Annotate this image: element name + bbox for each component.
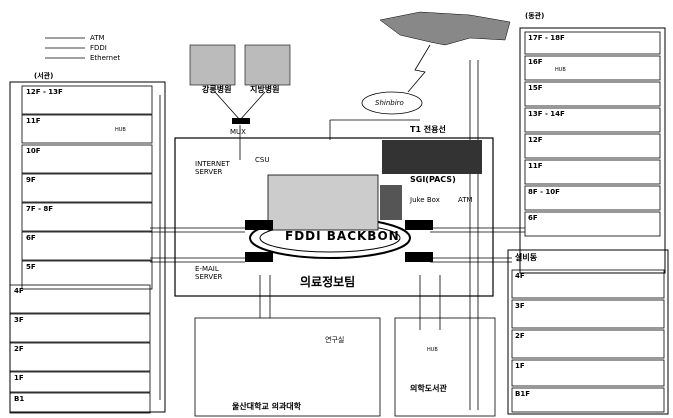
annex-label: 설비동 <box>515 253 538 262</box>
jukebox-label: Juke Box <box>410 196 440 204</box>
east-floor: 15F <box>528 84 543 92</box>
t1-line-label: T1 전용선 <box>410 125 446 134</box>
email-server-label: E-MAIL SERVER <box>195 265 223 281</box>
east-floor: 17F - 18F <box>528 34 565 42</box>
east-floor: 8F - 10F <box>528 188 560 196</box>
shinbiro-cloud: Shinbiro <box>375 99 404 107</box>
west-floor: 1F <box>14 374 24 382</box>
mux-label: MUX <box>230 128 246 136</box>
hospital-jeongeup: 지방병원 <box>250 85 280 94</box>
west-floor: 5F <box>26 263 36 271</box>
east-floor: 4F <box>515 272 525 280</box>
east-floor: B1F <box>515 390 530 398</box>
west-floor: 6F <box>26 234 36 242</box>
east-floor: 6F <box>528 214 538 222</box>
hub-label: HUB <box>115 127 126 133</box>
legend-atm: ATM <box>90 34 105 42</box>
internet-server-label: INTERNET SERVER <box>195 160 230 176</box>
west-floor: 4F <box>14 287 24 295</box>
east-floor: 2F <box>515 332 525 340</box>
sgi-pacs-label: SGI(PACS) <box>410 175 456 184</box>
east-floor: 1F <box>515 362 525 370</box>
east-title: (동관) <box>525 12 545 20</box>
west-floor: 11F <box>26 117 41 125</box>
legend-ethernet: Ethernet <box>90 54 121 62</box>
east-floor: 12F <box>528 136 543 144</box>
west-floor: 10F <box>26 147 41 155</box>
univ-label: 울산대학교 의과대학 <box>232 402 302 411</box>
hospital-gangneung: 강릉병원 <box>202 85 232 94</box>
hub-label: HUB <box>427 347 438 353</box>
atm-switch-label: ATM <box>458 196 473 204</box>
west-floor: 12F - 13F <box>26 88 63 96</box>
fddi-backbone-label: FDDI BACKBON <box>285 229 400 243</box>
west-floor: 2F <box>14 345 24 353</box>
west-floor: B1 <box>14 395 25 403</box>
legend-fddi: FDDI <box>90 44 107 52</box>
csu-label: CSU <box>255 156 270 164</box>
hub-label: HUB <box>555 67 566 73</box>
east-floor: 13F - 14F <box>528 110 565 118</box>
west-floor: 7F - 8F <box>26 205 54 213</box>
west-floor: 9F <box>26 176 36 184</box>
medical-info-label: 의료정보팀 <box>300 275 356 289</box>
library-label: 의학도서관 <box>410 384 447 393</box>
east-floor: 11F <box>528 162 543 170</box>
west-floor: 3F <box>14 316 24 324</box>
research-label: 연구실 <box>325 336 345 344</box>
east-floor: 3F <box>515 302 525 310</box>
east-floor: 16F <box>528 58 543 66</box>
west-title: (서관) <box>34 72 54 80</box>
